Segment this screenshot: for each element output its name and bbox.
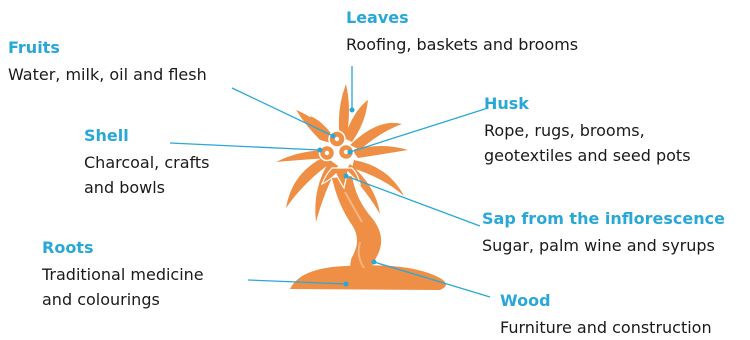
leaves-title: Leaves xyxy=(346,8,578,28)
wood-title: Wood xyxy=(500,291,712,311)
fruits-desc-line-1: Water, milk, oil and flesh xyxy=(8,62,207,87)
label-sap: Sap from the inflorescence Sugar, palm w… xyxy=(482,209,725,258)
label-husk: Husk Rope, rugs, brooms, geotextiles and… xyxy=(484,94,691,168)
fruits-pointer xyxy=(232,88,333,136)
label-fruits: Fruits Water, milk, oil and flesh xyxy=(8,38,207,87)
husk-title: Husk xyxy=(484,94,691,114)
wood-desc-line-1: Furniture and construction xyxy=(500,315,712,340)
label-leaves: Leaves Roofing, baskets and brooms xyxy=(346,8,578,57)
label-shell: Shell Charcoal, crafts and bowls xyxy=(84,126,210,200)
sap-title: Sap from the inflorescence xyxy=(482,209,725,229)
roots-title: Roots xyxy=(42,238,204,258)
label-wood: Wood Furniture and construction xyxy=(500,291,712,340)
roots-desc-line-2: and colourings xyxy=(42,287,204,312)
shell-desc-line-1: Charcoal, crafts xyxy=(84,150,210,175)
shell-desc-line-2: and bowls xyxy=(84,175,210,200)
leaves-desc-line-1: Roofing, baskets and brooms xyxy=(346,32,578,57)
fruits-title: Fruits xyxy=(8,38,207,58)
shell-title: Shell xyxy=(84,126,210,146)
sap-desc-line-1: Sugar, palm wine and syrups xyxy=(482,233,725,258)
husk-desc-line-2: geotextiles and seed pots xyxy=(484,143,691,168)
label-roots: Roots Traditional medicine and colouring… xyxy=(42,238,204,312)
roots-desc-line-1: Traditional medicine xyxy=(42,262,204,287)
husk-desc-line-1: Rope, rugs, brooms, xyxy=(484,118,691,143)
